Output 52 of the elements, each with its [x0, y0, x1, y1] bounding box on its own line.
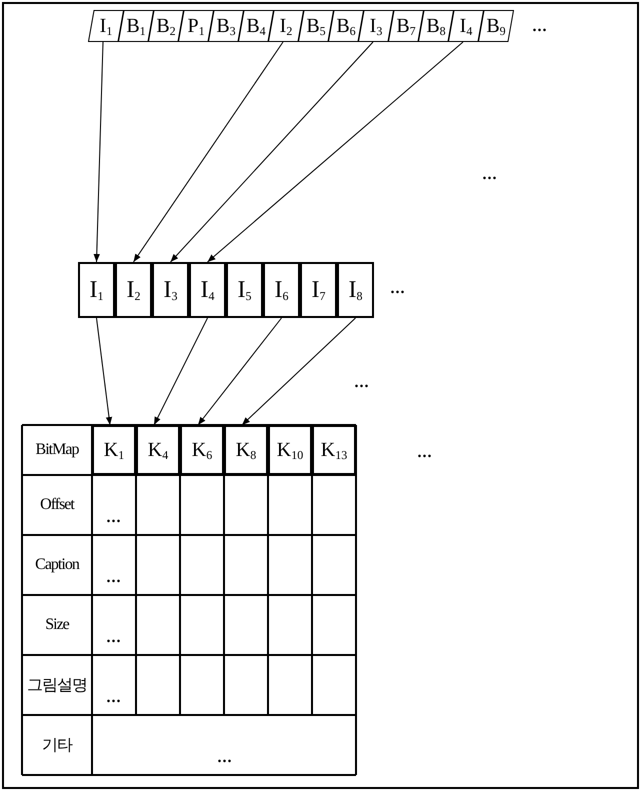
- key-frame-cell: K$_{8}$: [224, 425, 268, 475]
- i-frame-cell: I$_{5}$: [226, 262, 263, 318]
- ellipsis: ...: [106, 688, 122, 708]
- i-frame-cell: I$_{1}$: [78, 262, 115, 318]
- frame-cell: I$_{4}$: [448, 10, 484, 42]
- frame-cell: B$_{5}$: [298, 10, 334, 42]
- key-frame-cell: K$_{13}$: [312, 425, 356, 475]
- ellipsis: ...: [416, 443, 434, 463]
- frame-cell: B$_{3}$: [208, 10, 244, 42]
- i-frame-cell: I$_{8}$: [337, 262, 374, 318]
- ellipsis: ...: [106, 628, 122, 648]
- ellipsis: ...: [532, 17, 548, 37]
- frame-cell: I$_{1}$: [88, 10, 124, 42]
- ellipsis: ...: [482, 165, 498, 185]
- arrow: [170, 42, 374, 262]
- key-frame-cell: K$_{4}$: [136, 425, 180, 475]
- frame-cell: B$_{9}$: [478, 10, 514, 42]
- arrow: [96, 318, 112, 426]
- ellipsis: ...: [354, 373, 370, 393]
- row-header: 기타: [41, 736, 74, 756]
- row-header: Offset: [39, 495, 76, 515]
- frame-cell: P$_{1}$: [178, 10, 214, 42]
- key-frame-cell: K$_{6}$: [180, 425, 224, 475]
- ellipsis: ...: [390, 279, 406, 299]
- arrow: [242, 318, 356, 426]
- row-header: Size: [44, 615, 70, 635]
- arrow: [198, 318, 282, 426]
- i-frame-cell: I$_{6}$: [263, 262, 300, 318]
- arrow: [154, 318, 208, 426]
- row-header: 그림설명: [26, 676, 88, 696]
- key-frame-cell: K$_{10}$: [268, 425, 312, 475]
- i-frame-cell: I$_{4}$: [189, 262, 226, 318]
- frame-cell: B$_{8}$: [418, 10, 454, 42]
- arrow: [207, 42, 464, 262]
- row-header: Caption: [34, 555, 80, 575]
- frame-cell: B$_{6}$: [328, 10, 364, 42]
- key-frame-cell: K$_{1}$: [92, 425, 136, 475]
- ellipsis: ...: [106, 568, 122, 588]
- frame-cell: B$_{1}$: [118, 10, 154, 42]
- i-frame-cell: I$_{7}$: [300, 262, 337, 318]
- i-frame-cell: I$_{2}$: [115, 262, 152, 318]
- frame-cell: I$_{2}$: [268, 10, 304, 42]
- arrow: [133, 42, 284, 262]
- row-header: BitMap: [34, 440, 80, 460]
- ellipsis: ...: [216, 748, 234, 768]
- ellipsis: ...: [106, 508, 122, 528]
- arrow: [94, 42, 104, 262]
- frame-cell: B$_{4}$: [238, 10, 274, 42]
- frame-cell: B$_{2}$: [148, 10, 184, 42]
- frame-cell: I$_{3}$: [358, 10, 394, 42]
- frame-cell: B$_{7}$: [388, 10, 424, 42]
- i-frame-cell: I$_{3}$: [152, 262, 189, 318]
